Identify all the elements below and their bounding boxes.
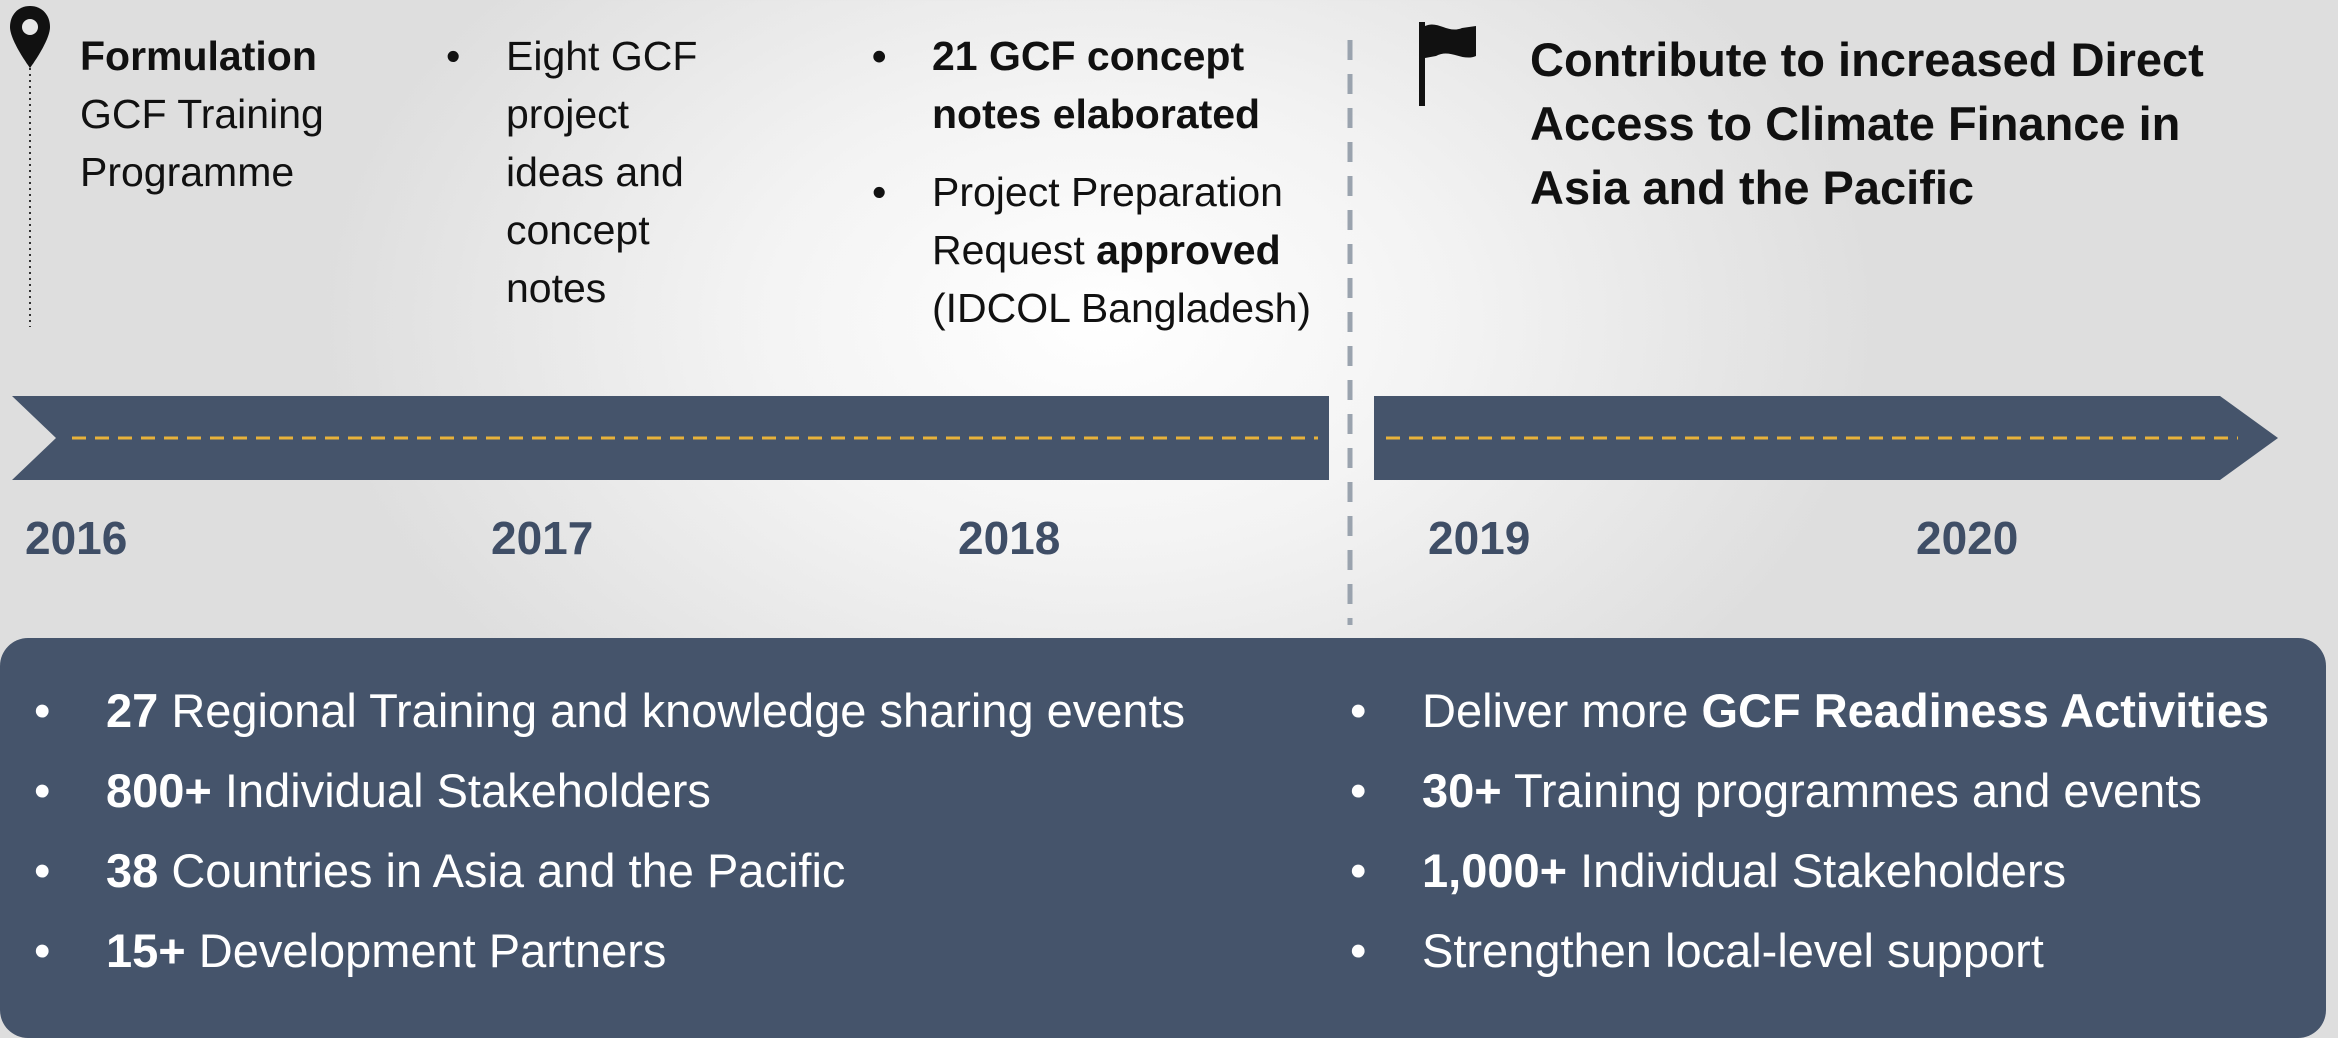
target-text: Individual Stakeholders — [1567, 844, 2067, 897]
achievement-item: 38 Countries in Asia and the Pacific — [34, 831, 1185, 911]
milestone-2017-item: Eight GCF project ideas and concept note… — [446, 27, 736, 317]
ppr-entity: (IDCOL Bangladesh) — [932, 285, 1312, 331]
achievement-value: 27 — [106, 684, 159, 737]
target-text: Strengthen local-level support — [1422, 924, 2044, 977]
flag-icon — [1419, 22, 1476, 106]
achievement-text: Countries in Asia and the Pacific — [158, 844, 846, 897]
achievement-item: 27 Regional Training and knowledge shari… — [34, 671, 1185, 751]
year-2017: 2017 — [491, 512, 594, 564]
target-value: 30+ — [1422, 764, 1502, 817]
achievement-item: 15+ Development Partners — [34, 911, 1185, 991]
achievement-item: 800+ Individual Stakeholders — [34, 751, 1185, 831]
target-pre: Deliver more — [1422, 684, 1702, 737]
ppr-text: Project Preparation Request — [932, 169, 1283, 273]
achievement-value: 800+ — [106, 764, 212, 817]
year-2020: 2020 — [1916, 512, 2019, 564]
year-2016: 2016 — [25, 512, 128, 564]
milestone-2018-ppr: Project Preparation Request approved (IDC… — [872, 163, 1342, 337]
targets-list: Deliver more GCF Readiness Activities 30… — [1350, 671, 2269, 991]
target-item: Deliver more GCF Readiness Activities — [1350, 671, 2269, 751]
timeline-road — [12, 396, 2278, 480]
target-value: GCF Readiness Activities — [1701, 684, 2270, 737]
achievement-text: Development Partners — [185, 924, 667, 977]
milestone-2016-line2: GCF Training — [80, 91, 324, 137]
target-item: Strengthen local-level support — [1350, 911, 2269, 991]
milestone-2016: Formulation GCF Training Programme — [80, 27, 324, 201]
milestone-2018: 21 GCF concept notes elaborated Project … — [872, 27, 1342, 337]
achievements-list: 27 Regional Training and knowledge shari… — [34, 671, 1185, 991]
target-item: 30+ Training programmes and events — [1350, 751, 2269, 831]
milestone-2016-title: Formulation — [80, 33, 317, 79]
achievement-value: 15+ — [106, 924, 186, 977]
map-pin-icon — [10, 6, 50, 327]
ppr-approved: approved — [1096, 227, 1281, 273]
achievement-value: 38 — [106, 844, 159, 897]
year-2019: 2019 — [1428, 512, 1531, 564]
achievement-text: Regional Training and knowledge sharing … — [158, 684, 1186, 737]
target-value: 1,000+ — [1422, 844, 1568, 897]
target-item: 1,000+ Individual Stakeholders — [1350, 831, 2269, 911]
milestone-2018-concept-notes: 21 GCF concept notes elaborated — [872, 27, 1342, 143]
year-2018: 2018 — [958, 512, 1061, 564]
milestone-2016-line3: Programme — [80, 149, 295, 195]
milestone-2017: Eight GCF project ideas and concept note… — [446, 27, 736, 317]
achievement-text: Individual Stakeholders — [211, 764, 711, 817]
target-text: Training programmes and events — [1501, 764, 2202, 817]
goal-statement: Contribute to increased Direct Access to… — [1530, 33, 2204, 214]
period-divider — [1347, 40, 1353, 625]
